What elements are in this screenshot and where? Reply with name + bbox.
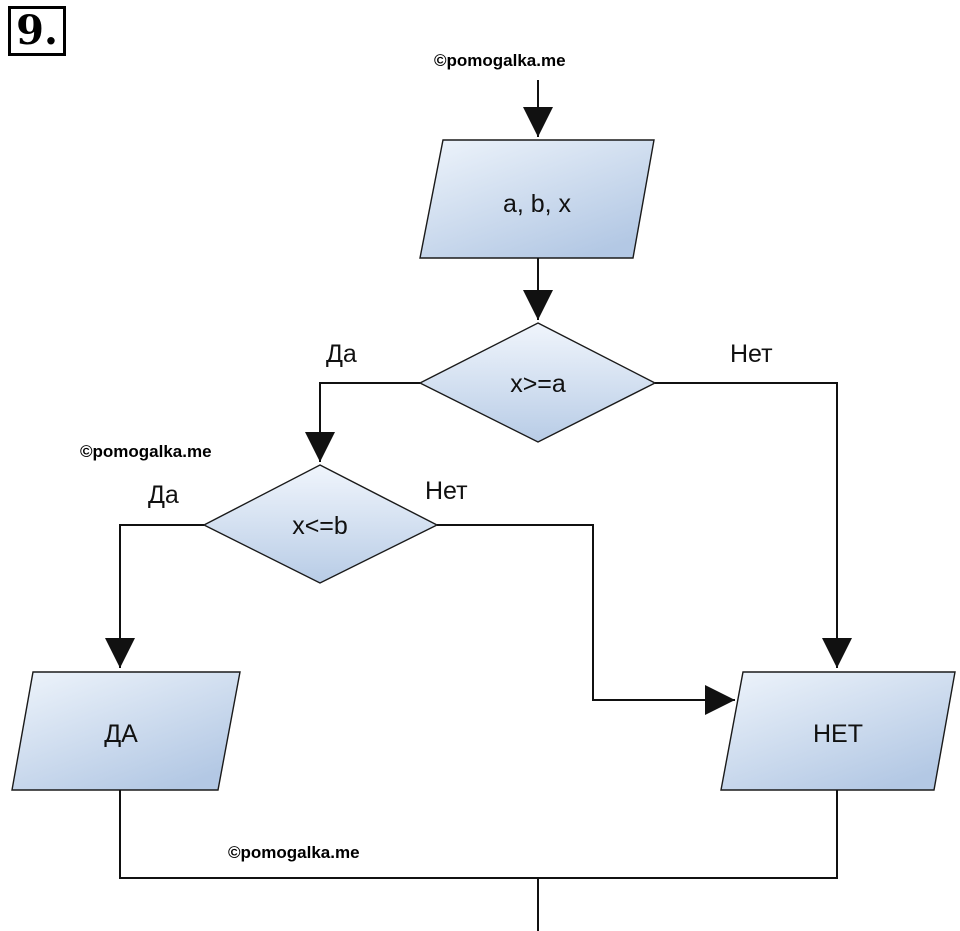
cond2-no-label: Нет	[425, 477, 468, 505]
output-no-parallelogram	[720, 671, 956, 791]
edge-cond2-no	[437, 524, 735, 715]
output-yes-parallelogram	[11, 671, 241, 791]
decision-cond1	[418, 322, 657, 443]
cond2-yes-label: Да	[148, 481, 179, 509]
output-no-label: НЕТ	[813, 720, 863, 748]
edge-cond1-no	[655, 382, 852, 668]
decision-cond2	[202, 464, 439, 584]
watermark-top: ©pomogalka.me	[434, 51, 566, 70]
cond1-no-label: Нет	[730, 340, 773, 368]
input-label: a, b, x	[503, 190, 572, 218]
task-number-badge: 9.	[8, 6, 66, 56]
watermark-bottom: ©pomogalka.me	[228, 843, 360, 862]
input-parallelogram	[419, 139, 655, 259]
cond1-yes-label: Да	[326, 340, 357, 368]
edge-cond2-yes	[105, 524, 204, 668]
edge-cond1-yes	[305, 382, 420, 462]
cond2-label: x<=b	[292, 512, 348, 540]
output-yes-label: ДА	[104, 720, 138, 748]
edge-merge	[119, 790, 838, 879]
watermark-middle: ©pomogalka.me	[80, 442, 212, 461]
cond1-label: x>=a	[510, 370, 566, 398]
